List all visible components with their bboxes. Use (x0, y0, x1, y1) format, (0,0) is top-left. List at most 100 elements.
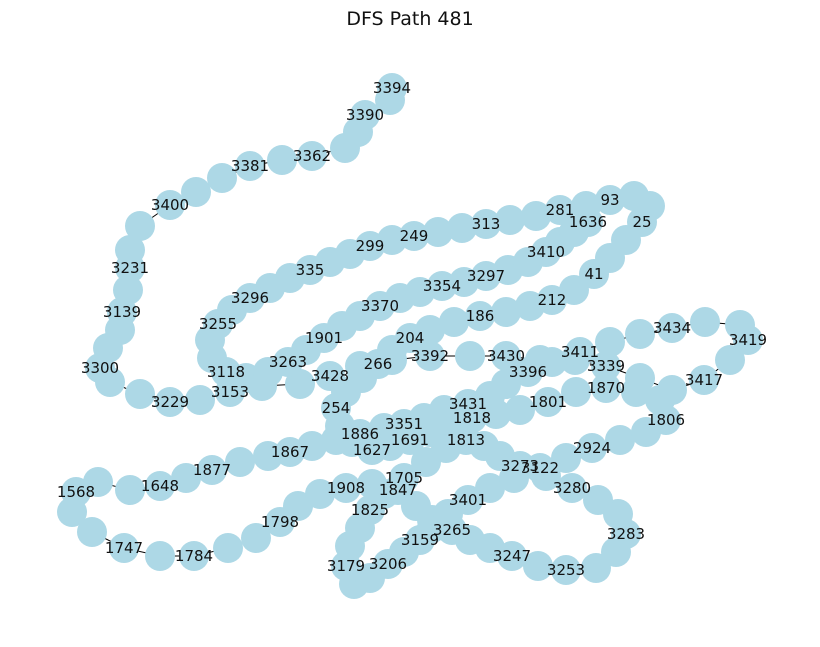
graph-node (499, 463, 529, 493)
node-label: 3339 (587, 357, 625, 375)
graph-node (645, 385, 675, 415)
graph-node (513, 357, 543, 387)
node-label: 1847 (379, 481, 417, 499)
graph-node (465, 301, 495, 331)
graph-node (481, 399, 511, 429)
graph-node (389, 463, 419, 493)
node-label: 3206 (369, 555, 407, 573)
graph-node (625, 319, 655, 349)
node-label: 1691 (391, 431, 429, 449)
graph-node (497, 541, 527, 571)
node-label: 2924 (573, 439, 611, 457)
graph-node (573, 207, 603, 237)
graph-node (447, 213, 477, 243)
node-label: 1648 (141, 477, 179, 495)
node-label: 3410 (527, 243, 565, 261)
graph-node (523, 551, 553, 581)
graph-node (57, 497, 87, 527)
graph-node (581, 553, 611, 583)
node-label: 313 (472, 215, 501, 233)
node-label: 1818 (453, 409, 491, 427)
graph-node (455, 341, 485, 371)
node-label: 1636 (569, 213, 607, 231)
node-label: 3231 (111, 259, 149, 277)
node-label: 1886 (341, 425, 379, 443)
graph-node (95, 367, 125, 397)
graph-node (283, 491, 313, 521)
graph-node (179, 541, 209, 571)
node-label: 249 (400, 227, 429, 245)
node-label: 3354 (423, 277, 461, 295)
node-label: 3381 (231, 157, 269, 175)
node-label: 3139 (103, 303, 141, 321)
graph-node (115, 253, 145, 283)
node-label: 1627 (353, 441, 391, 459)
node-label: 3417 (685, 371, 723, 389)
graph-node (565, 337, 595, 367)
node-label: 1747 (105, 539, 143, 557)
node-label: 3428 (311, 367, 349, 385)
node-label: 1867 (271, 443, 309, 461)
graph-node (305, 479, 335, 509)
node-label: 3265 (433, 521, 471, 539)
graph-node (411, 447, 441, 477)
graph-node (225, 447, 255, 477)
graph-node (125, 211, 155, 241)
graph-node (559, 275, 589, 305)
graph-node (689, 365, 719, 395)
node-label: 1908 (327, 479, 365, 497)
graph-node (525, 453, 555, 483)
graph-node (181, 177, 211, 207)
graph-node (595, 185, 625, 215)
graph-node (145, 471, 175, 501)
graph-node (155, 190, 185, 220)
node-label: 3396 (509, 363, 547, 381)
graph-node (267, 145, 297, 175)
graph-node (241, 523, 271, 553)
graph-node (285, 369, 315, 399)
graph-node (155, 387, 185, 417)
node-label: 254 (322, 399, 351, 417)
graph-node (415, 315, 445, 345)
node-label: 3351 (385, 415, 423, 433)
graph-node (545, 195, 575, 225)
graph-node (330, 133, 360, 163)
node-label: 1870 (587, 379, 625, 397)
graph-node (453, 485, 483, 515)
node-label: 186 (466, 307, 495, 325)
graph-node (109, 533, 139, 563)
node-label: 212 (538, 291, 567, 309)
node-label: 3370 (361, 297, 399, 315)
graph-node (331, 473, 361, 503)
graph-node (491, 341, 521, 371)
graph-node (207, 163, 237, 193)
graph-node (619, 181, 649, 211)
node-label: 3122 (521, 459, 559, 477)
node-label: 1798 (261, 513, 299, 531)
node-label: 3273 (501, 457, 539, 475)
graph-node (551, 555, 581, 585)
chart-title: DFS Path 481 (346, 8, 474, 30)
graph-node (591, 351, 621, 381)
graph-node (595, 327, 625, 357)
node-label: 1813 (447, 431, 485, 449)
node-label: 3159 (401, 531, 439, 549)
graph-node (171, 463, 201, 493)
node-label: 3179 (327, 557, 365, 575)
node-label: 3434 (653, 319, 691, 337)
graph-node (591, 373, 621, 403)
graph-node (715, 345, 745, 375)
graph-node (690, 307, 720, 337)
node-label: 3400 (151, 196, 189, 214)
label-layer: 3394339033623381340032313139330032293153… (57, 79, 767, 579)
graph-node (533, 387, 563, 417)
graph-node (213, 533, 243, 563)
node-label: 3419 (729, 331, 767, 349)
node-label: 1877 (193, 461, 231, 479)
node-label: 93 (600, 191, 619, 209)
graph-node (439, 307, 469, 337)
node-layer (57, 73, 763, 599)
node-label: 3401 (449, 491, 487, 509)
node-label: 3283 (607, 525, 645, 543)
node-label: 3255 (199, 315, 237, 333)
